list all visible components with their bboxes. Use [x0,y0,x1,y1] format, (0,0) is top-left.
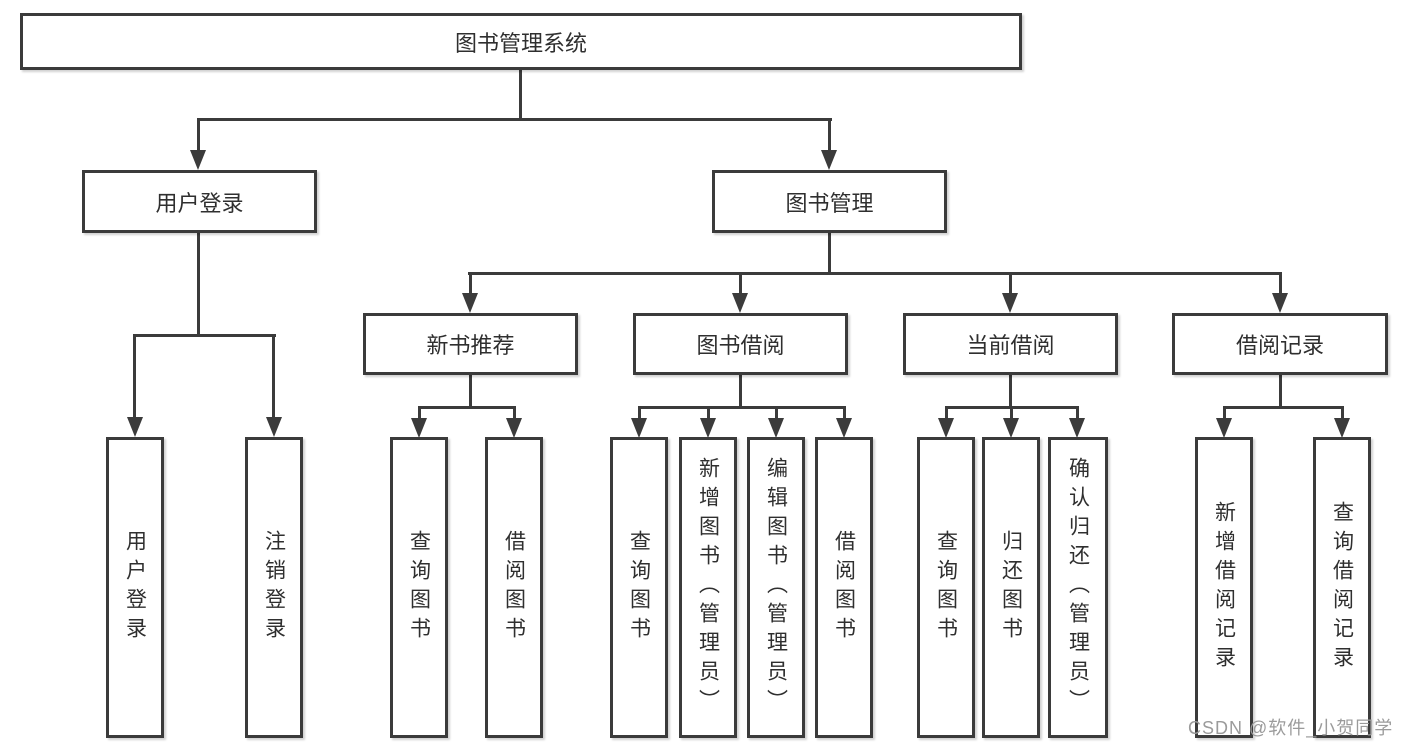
connector-line [739,272,742,296]
connector-line [945,406,948,420]
arrowhead-icon [700,418,716,438]
leaf-label: 查询图书 [407,529,431,646]
connector-line [638,406,641,420]
node-label: 当前借阅 [966,333,1055,358]
arrowhead-icon [190,150,206,170]
arrowhead-icon [462,293,478,313]
arrowhead-icon [506,418,522,438]
leaf-label: 注销登录 [262,529,286,646]
node-label: 用户登录 [155,190,244,216]
connector-line [1009,375,1012,408]
leaf-label: 查询借阅记录 [1330,500,1354,675]
leaf-label: 新增图书（管理员） [696,457,720,718]
connector-line [1223,406,1226,420]
leaf-label: 查询图书 [934,529,958,646]
arrowhead-icon [127,417,143,437]
arrowhead-icon [1272,293,1288,313]
connector-line [197,233,200,336]
node-new-book-recommendation: 新书推荐 [363,313,578,375]
leaf-query-books-recommend: 查询图书 [390,437,448,738]
leaf-query-borrow-record: 查询借阅记录 [1313,437,1371,738]
leaf-user-login: 用户登录 [106,437,164,738]
node-label: 借阅记录 [1235,333,1324,358]
leaf-label: 归还图书 [999,529,1023,646]
leaf-add-book-admin: 新增图书（管理员） [679,437,737,738]
connector-line [843,406,846,420]
leaf-query-books-current: 查询图书 [917,437,975,738]
connector-line [133,334,276,337]
arrowhead-icon [266,417,282,437]
connector-line [739,375,742,408]
arrowhead-icon [1216,418,1232,438]
leaf-label: 编辑图书（管理员） [764,457,788,718]
node-label: 新书推荐 [426,333,515,358]
connector-line [1279,272,1282,296]
leaf-return-books: 归还图书 [982,437,1040,738]
node-label: 图书管理 [785,190,874,216]
connector-line [1341,406,1344,420]
node-book-borrowing: 图书借阅 [633,313,848,375]
connector-line [468,272,1282,275]
arrowhead-icon [411,418,427,438]
leaf-logout: 注销登录 [245,437,303,738]
connector-line [418,406,421,420]
node-current-borrowing: 当前借阅 [903,313,1118,375]
connector-line [1279,375,1282,408]
connector-line [469,375,472,408]
connector-line [272,334,275,419]
arrowhead-icon [938,418,954,438]
connector-line [638,406,846,409]
watermark: CSDN @软件_小贺同学 [1188,718,1394,738]
arrowhead-icon [732,293,748,313]
connector-line [775,406,778,420]
connector-line [133,334,136,419]
arrowhead-icon [821,150,837,170]
leaf-edit-book-admin: 编辑图书（管理员） [747,437,805,738]
arrowhead-icon [836,418,852,438]
leaf-add-borrow-record: 新增借阅记录 [1195,437,1253,738]
arrowhead-icon [768,418,784,438]
leaf-label: 借阅图书 [832,529,856,646]
leaf-label: 用户登录 [123,529,147,646]
arrowhead-icon [1069,418,1085,438]
leaf-borrow-books: 借阅图书 [815,437,873,738]
node-label: 图书管理系统 [454,30,587,56]
connector-line [513,406,516,420]
arrowhead-icon [1003,418,1019,438]
connector-line [418,406,516,409]
arrowhead-icon [1002,293,1018,313]
node-book-management: 图书管理 [712,170,947,233]
connector-line [828,233,831,275]
leaf-query-books-borrowing: 查询图书 [610,437,668,738]
arrowhead-icon [1334,418,1350,438]
leaf-borrow-books-recommend: 借阅图书 [485,437,543,738]
node-borrowing-records: 借阅记录 [1172,313,1388,375]
connector-line [469,272,472,296]
node-library-management-system: 图书管理系统 [20,13,1022,70]
connector-line [1010,406,1013,420]
leaf-label: 新增借阅记录 [1212,500,1236,675]
node-user-login: 用户登录 [82,170,317,233]
connector-line [197,118,832,121]
leaf-label: 确认归还（管理员） [1066,457,1090,718]
connector-line [197,118,200,152]
leaf-label: 查询图书 [627,529,651,646]
node-label: 图书借阅 [696,333,785,358]
connector-line [1009,272,1012,296]
connector-line [707,406,710,420]
leaf-confirm-return-admin: 确认归还（管理员） [1048,437,1108,738]
connector-line [1223,406,1344,409]
leaf-label: 借阅图书 [502,529,526,646]
connector-line [1076,406,1079,420]
connector-line [519,70,522,120]
arrowhead-icon [631,418,647,438]
connector-line [828,118,831,152]
